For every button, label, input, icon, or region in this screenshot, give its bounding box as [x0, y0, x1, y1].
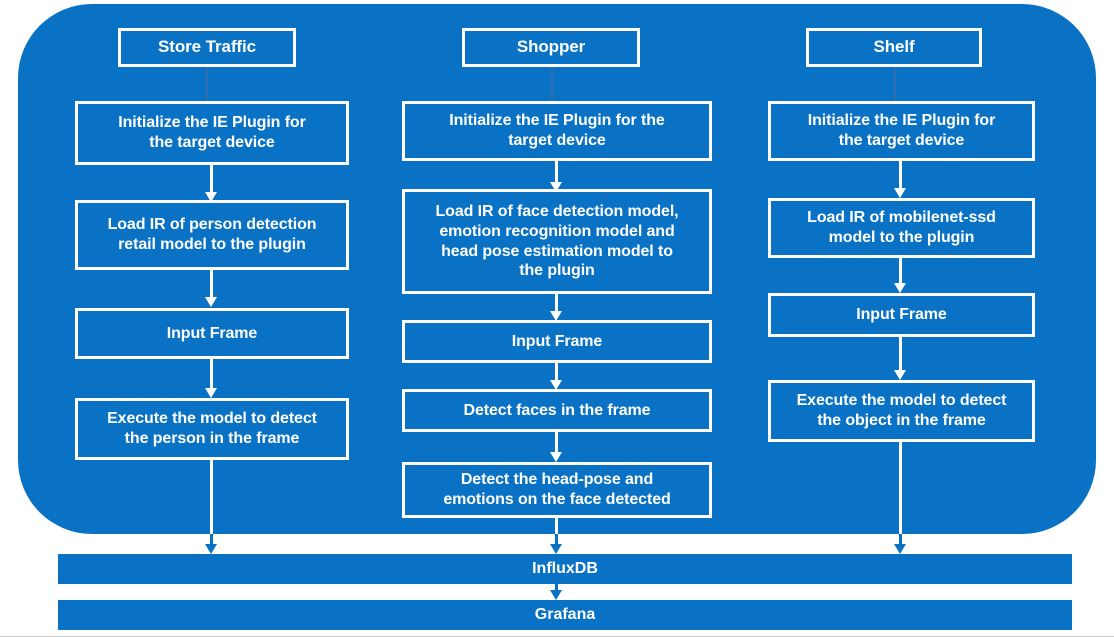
step-shopper-initialize-plugin[interactable]: Initialize the IE Plugin for the target … [402, 101, 712, 161]
sink-bar-grafana[interactable]: Grafana [58, 600, 1072, 630]
step-shopper-detect-faces[interactable]: Detect faces in the frame [402, 389, 712, 432]
column-header-shelf[interactable]: Shelf [806, 28, 982, 67]
step-shelf-load-ir[interactable]: Load IR of mobilenet-ssd model to the pl… [768, 198, 1035, 258]
step-shopper-load-ir[interactable]: Load IR of face detection model, emotion… [402, 189, 712, 294]
step-shelf-execute-model[interactable]: Execute the model to detect the object i… [768, 380, 1035, 442]
step-store-input-frame[interactable]: Input Frame [75, 308, 349, 359]
step-store-execute-model[interactable]: Execute the model to detect the person i… [75, 398, 349, 460]
step-store-initialize-plugin[interactable]: Initialize the IE Plugin for the target … [75, 101, 349, 165]
step-shelf-initialize-plugin[interactable]: Initialize the IE Plugin for the target … [768, 101, 1035, 161]
step-shopper-input-frame[interactable]: Input Frame [402, 320, 712, 363]
sink-bar-influxdb[interactable]: InfluxDB [58, 554, 1072, 584]
column-header-shopper[interactable]: Shopper [462, 28, 640, 67]
column-header-store-traffic[interactable]: Store Traffic [118, 28, 296, 67]
step-shopper-detect-headpose[interactable]: Detect the head-pose and emotions on the… [402, 462, 712, 518]
step-store-load-ir[interactable]: Load IR of person detection retail model… [75, 200, 349, 270]
step-shelf-input-frame[interactable]: Input Frame [768, 293, 1035, 337]
